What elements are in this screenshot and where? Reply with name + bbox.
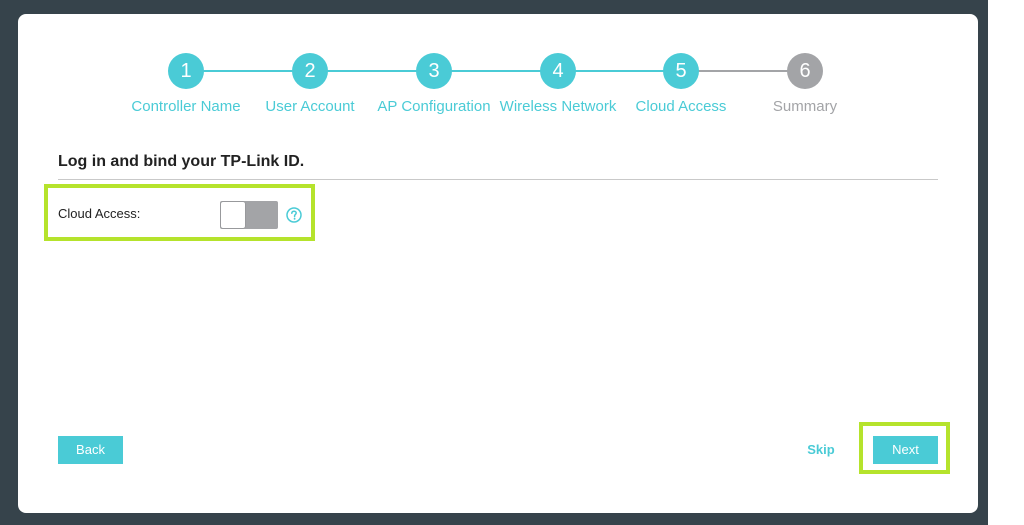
- step-connector: [310, 70, 434, 72]
- step-5-label: Cloud Access: [635, 98, 727, 115]
- step-2-circle: 2: [292, 53, 328, 89]
- back-button[interactable]: Back: [58, 436, 123, 464]
- step-1-circle: 1: [168, 53, 204, 89]
- section-title: Log in and bind your TP-Link ID.: [58, 153, 305, 170]
- step-3-circle: 3: [416, 53, 452, 89]
- step-6-circle: 6: [787, 53, 823, 89]
- next-button[interactable]: Next: [873, 436, 938, 464]
- step-connector: [681, 70, 805, 72]
- cloud-access-label: Cloud Access:: [58, 206, 141, 221]
- step-1-label: Controller Name: [131, 98, 241, 115]
- step-2-label: User Account: [265, 98, 355, 115]
- question-circle-icon[interactable]: [286, 207, 302, 223]
- step-4-circle: 4: [540, 53, 576, 89]
- setup-wizard-card: 1 2 3 4 5 6 Controller Name User Account…: [18, 14, 978, 513]
- skip-link[interactable]: Skip: [807, 442, 835, 457]
- cloud-access-highlight: [44, 184, 315, 241]
- step-4-label: Wireless Network: [499, 98, 617, 115]
- step-3-label: AP Configuration: [377, 98, 491, 115]
- next-highlight: [859, 422, 950, 474]
- step-6-label: Summary: [772, 98, 838, 115]
- wizard-stepper: 1 2 3 4 5 6 Controller Name User Account…: [18, 14, 978, 124]
- step-connector: [186, 70, 310, 72]
- section-divider: [58, 179, 938, 180]
- step-connector: [434, 70, 558, 72]
- step-connector: [558, 70, 681, 72]
- toggle-knob: [221, 202, 245, 228]
- step-5-circle: 5: [663, 53, 699, 89]
- cloud-access-toggle[interactable]: [220, 201, 278, 229]
